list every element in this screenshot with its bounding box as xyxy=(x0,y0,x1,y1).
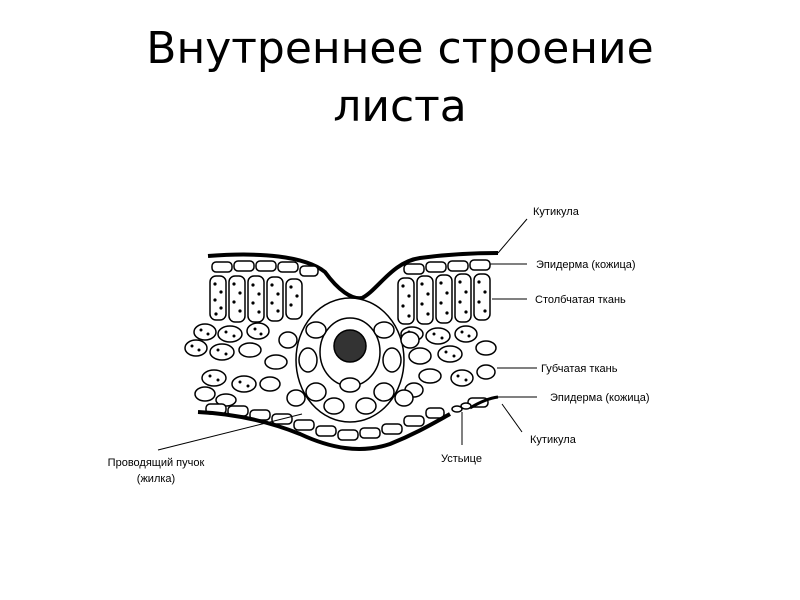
slide-title-line2: листа xyxy=(333,81,467,132)
leader-cuticle-top xyxy=(497,218,528,254)
vascular-bundle xyxy=(278,297,420,423)
label-stoma: Устьице xyxy=(441,453,482,465)
leader-lines xyxy=(157,218,537,451)
upper-epidermis xyxy=(211,259,491,277)
palisade-tissue-left xyxy=(209,275,303,323)
label-cuticle-bottom: Кутикула xyxy=(530,434,577,446)
palisade-tissue-right xyxy=(397,273,491,325)
label-cuticle-top: Кутикула xyxy=(533,206,580,218)
spongy-tissue-left xyxy=(184,322,288,407)
slide-title: Внутреннее строение листа xyxy=(0,20,800,136)
upper-cuticle xyxy=(207,251,499,301)
slide-title-line1: Внутреннее строение xyxy=(146,23,654,74)
leader-cuticle-bottom xyxy=(501,403,523,433)
label-palisade: Столбчатая ткань xyxy=(535,294,626,306)
stoma xyxy=(451,402,472,413)
palisade-chloroplasts xyxy=(213,280,487,318)
label-vascular-line1: Проводящий пучок xyxy=(108,457,205,469)
leader-vascular xyxy=(157,413,303,451)
label-spongy: Губчатая ткань xyxy=(541,363,618,375)
label-epidermis-bottom: Эпидерма (кожица) xyxy=(550,392,650,404)
lower-cuticle-right xyxy=(469,395,499,410)
label-vascular-line2: (жилка) xyxy=(137,473,175,485)
lower-cuticle xyxy=(197,410,451,451)
label-epidermis-top: Эпидерма (кожица) xyxy=(536,259,636,271)
